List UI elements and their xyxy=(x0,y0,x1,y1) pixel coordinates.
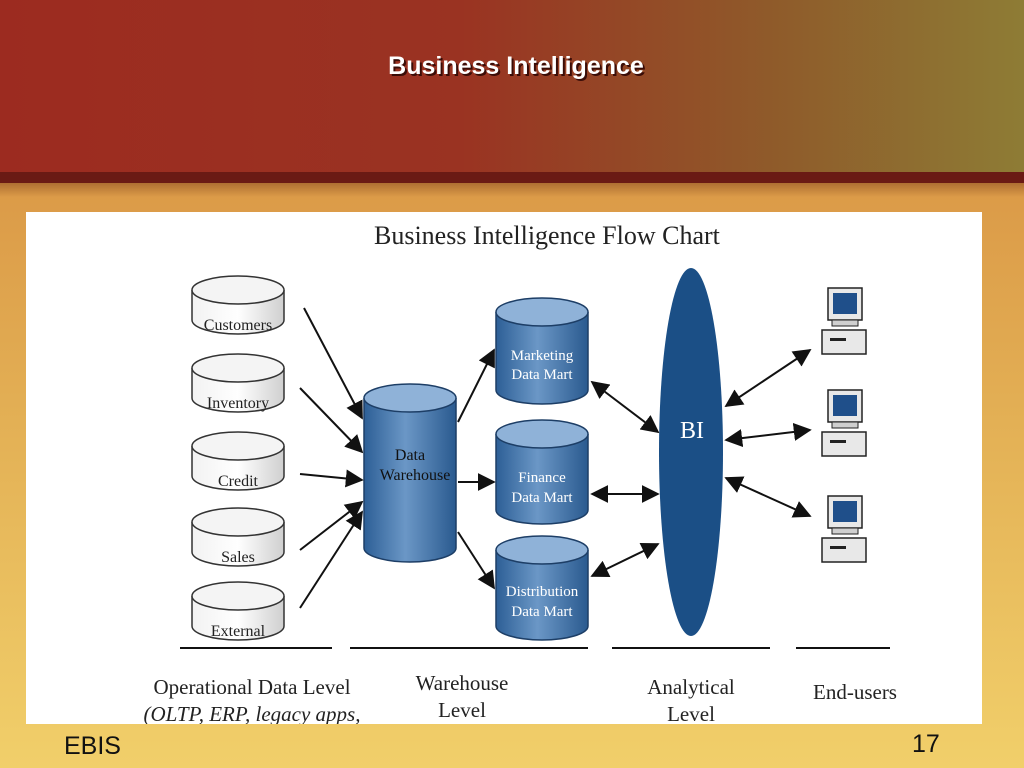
slide-header xyxy=(0,0,1024,176)
source-credit: Credit xyxy=(191,431,285,491)
arrow xyxy=(457,531,495,590)
level-analytical-line2: Level xyxy=(667,702,715,724)
mart-label-line1: Finance xyxy=(518,470,566,486)
arrow xyxy=(724,349,812,407)
source-label: Inventory xyxy=(207,395,269,412)
arrow xyxy=(299,510,363,609)
source-label: Sales xyxy=(221,549,255,566)
arrow xyxy=(299,500,364,551)
diagram-title: Business Intelligence Flow Chart xyxy=(374,221,721,250)
source-sales: Sales xyxy=(191,507,285,567)
arrow xyxy=(457,348,495,423)
arrow xyxy=(303,307,363,420)
level-warehouse-line1: Warehouse xyxy=(416,671,509,695)
level-warehouse-line2: Level xyxy=(438,698,486,722)
mart-label-line2: Data Mart xyxy=(511,367,573,383)
source-label: External xyxy=(211,623,266,640)
mart-label-line1: Distribution xyxy=(506,584,579,600)
computer-icon xyxy=(821,389,867,457)
arrow xyxy=(590,542,660,578)
header-shadow xyxy=(0,183,1024,197)
source-label: Customers xyxy=(204,317,272,334)
warehouse-label-line1: Data xyxy=(395,447,425,464)
source-customers: Customers xyxy=(191,275,285,335)
arrow xyxy=(724,476,812,518)
arrow xyxy=(590,380,660,434)
mart-label-line1: Marketing xyxy=(511,348,574,364)
finance-data-mart: Finance Data Mart xyxy=(495,419,589,525)
source-inventory: Inventory xyxy=(191,353,285,413)
distribution-data-mart: Distribution Data Mart xyxy=(495,535,589,641)
level-operational-line2: (OLTP, ERP, legacy apps, xyxy=(144,702,361,724)
mart-to-bi-arrows xyxy=(590,380,660,578)
level-operational-line1: Operational Data Level xyxy=(153,675,350,699)
diagram-panel: Business Intelligence Flow Chart Custome… xyxy=(26,212,982,726)
arrow xyxy=(299,387,364,454)
mart-label-line2: Data Mart xyxy=(511,604,573,620)
footer-course-label: EBIS xyxy=(64,732,121,760)
mart-label-line2: Data Mart xyxy=(511,490,573,506)
level-end-users: End-users xyxy=(813,680,897,704)
page-number: 17 xyxy=(912,730,940,758)
computer-icon xyxy=(821,287,867,355)
data-warehouse: Data Warehouse xyxy=(363,383,457,563)
warehouse-label-line2: Warehouse xyxy=(380,467,451,484)
slide-title: Business Intelligence xyxy=(388,52,644,80)
marketing-data-mart: Marketing Data Mart xyxy=(495,297,589,405)
arrow xyxy=(724,422,812,448)
bi-label: BI xyxy=(680,418,704,444)
computer-icon xyxy=(821,495,867,563)
warehouse-to-mart-arrows xyxy=(457,348,496,590)
source-external: External xyxy=(191,581,285,641)
arrow xyxy=(299,469,364,488)
header-divider xyxy=(0,172,1024,183)
flow-chart: Business Intelligence Flow Chart Custome… xyxy=(144,221,897,726)
source-to-warehouse-arrows xyxy=(299,307,364,609)
source-label: Credit xyxy=(218,473,259,490)
bi-to-user-arrows xyxy=(724,349,812,518)
level-analytical-line1: Analytical xyxy=(647,675,735,699)
bi-ellipse: BI xyxy=(659,268,723,636)
